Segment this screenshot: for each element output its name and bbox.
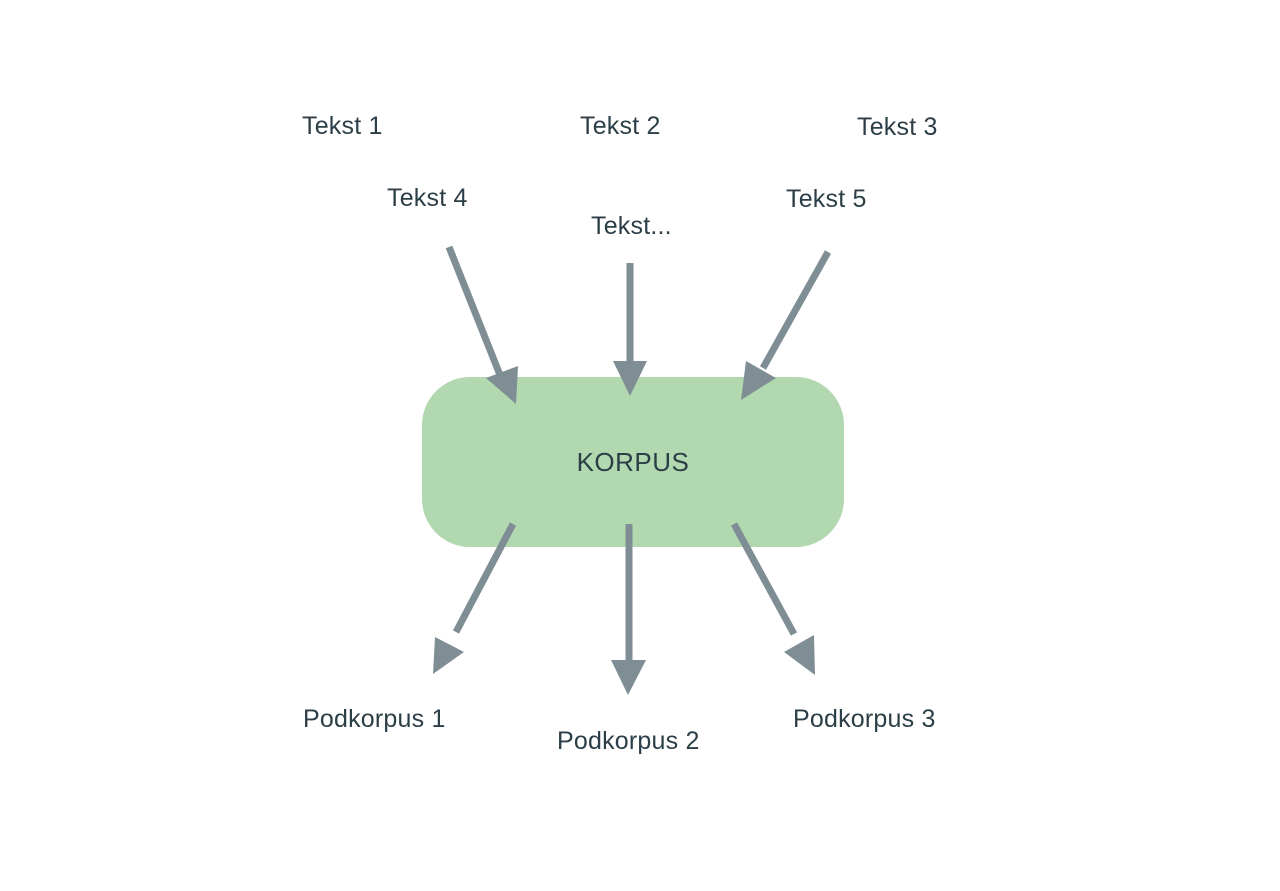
- tekst-5-label: Tekst 5: [786, 185, 867, 213]
- tekst-1-label: Tekst 1: [302, 112, 383, 140]
- arrowhead-podkorpus3: [784, 635, 815, 675]
- arrow-korpus-to-podkorpus1: [452, 522, 517, 634]
- arrow-tekst5-to-korpus: [759, 250, 832, 370]
- podkorpus-2-label: Podkorpus 2: [557, 727, 700, 755]
- tekst-4-label: Tekst 4: [387, 184, 468, 212]
- tekst-2-label: Tekst 2: [580, 112, 661, 140]
- arrowhead-tekst4: [486, 366, 518, 404]
- arrowhead-tekstn: [613, 361, 647, 396]
- podkorpus-3-label: Podkorpus 3: [793, 705, 936, 733]
- tekst-3-label: Tekst 3: [857, 113, 938, 141]
- arrowhead-tekst5: [741, 361, 776, 400]
- arrow-korpus-to-podkorpus3: [730, 522, 798, 636]
- korpus-label: KORPUS: [576, 446, 690, 477]
- tekst-more-label: Tekst...: [591, 212, 672, 240]
- arrow-tekst4-to-korpus: [445, 245, 504, 377]
- korpus-box: KORPUS: [422, 377, 844, 547]
- arrowhead-podkorpus2: [611, 660, 646, 695]
- podkorpus-1-label: Podkorpus 1: [303, 705, 446, 733]
- arrowhead-podkorpus1: [433, 637, 464, 674]
